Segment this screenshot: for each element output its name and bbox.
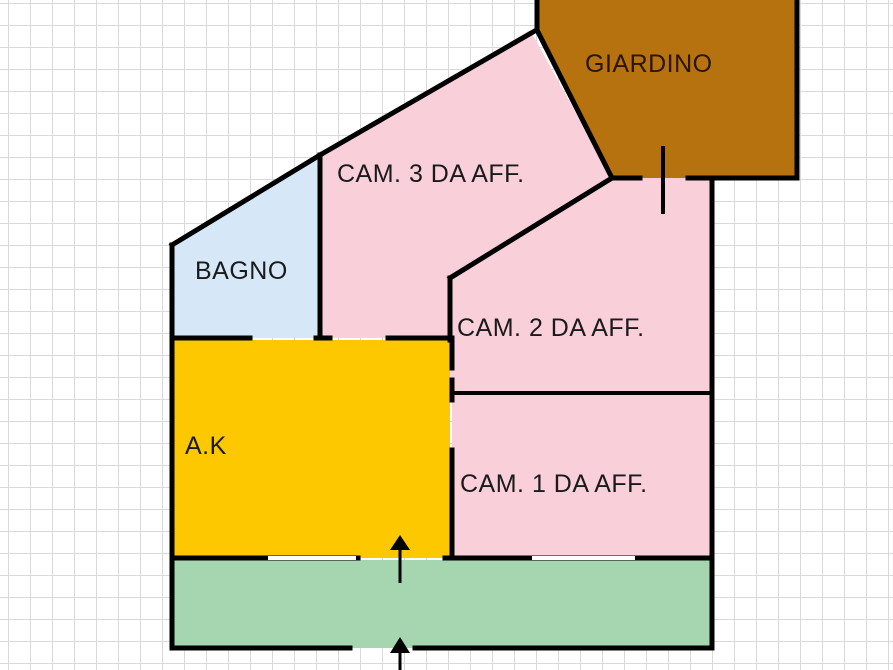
entry-arrow-outside (390, 637, 410, 670)
label-cam2: CAM. 2 DA AFF. (457, 314, 645, 342)
room-cam1 (452, 393, 712, 558)
room-ak (172, 340, 450, 558)
label-giardino: GIARDINO (585, 50, 713, 78)
room-balcony (172, 560, 712, 648)
label-cam3: CAM. 3 DA AFF. (337, 160, 525, 188)
label-ak: A.K (185, 432, 227, 460)
label-cam1: CAM. 1 DA AFF. (460, 470, 648, 498)
entry-arrow-inside (390, 535, 410, 583)
room-cam2 (450, 178, 712, 393)
window-ak (268, 556, 356, 560)
window-cam1 (532, 556, 635, 560)
room-cam3 (320, 30, 612, 338)
room-giardino (537, 0, 797, 178)
room-bagno (172, 155, 320, 338)
label-bagno: BAGNO (195, 257, 288, 285)
